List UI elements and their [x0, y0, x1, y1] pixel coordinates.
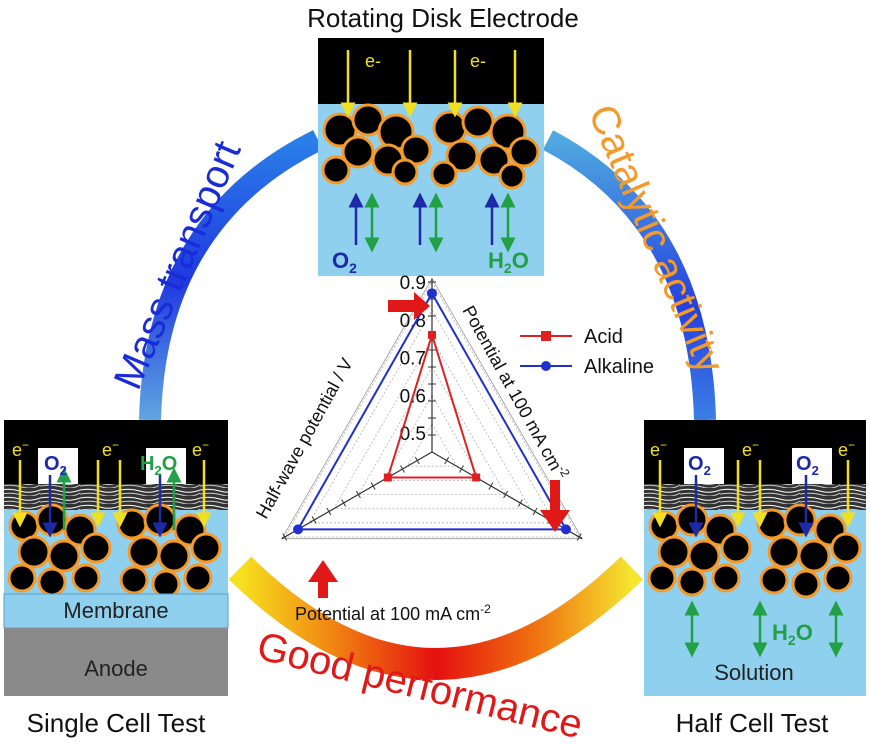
half-cell-schematic: e− e− e− O2 O2 H2O Solution: [644, 420, 866, 696]
radar-axis-tick: [503, 490, 509, 499]
top-h2o-label: H2O: [488, 248, 529, 276]
o2-arrows: [348, 192, 500, 245]
good-performance-arc: [228, 556, 644, 680]
radar-point: [383, 473, 392, 482]
right-panel-title: Half Cell Test: [676, 708, 829, 738]
electron-arrows: [340, 50, 523, 118]
radar-axis-tick: [355, 490, 361, 499]
radar-axis-tick: [532, 507, 538, 516]
anode-label: Anode: [84, 656, 148, 681]
catalyst-particles: [321, 103, 540, 190]
radar-series-polygon: [386, 331, 478, 479]
top-electron-label-2: e-: [470, 51, 486, 71]
radar-axis-tick: [311, 516, 317, 524]
radar-grid-ring: [406, 422, 458, 467]
radar-axis-tick: [414, 456, 420, 465]
radar-chart: 0.50.60.70.80.9 Half-wave potential / V …: [252, 273, 654, 624]
radar-grid-ring: [357, 366, 507, 495]
radar-outer-ring: [281, 277, 583, 540]
radar-axis-tick: [370, 482, 376, 490]
radar-point: [560, 524, 571, 535]
chart-legend: Acid Alkaline: [520, 326, 654, 378]
top-o2-label: O2: [332, 248, 357, 276]
radar-tick-label: 0.7: [400, 349, 426, 370]
axis-label-right-potential: Potential at 100 mA cm-2: [459, 301, 573, 483]
radar-grid-ring: [308, 309, 556, 524]
top-electron-label-1: e-: [365, 51, 381, 71]
red-arrow-top: [388, 292, 430, 320]
highlight-arrows: [308, 292, 570, 598]
left-electron-label-3: e−: [192, 438, 209, 460]
radar-axis: [281, 451, 433, 540]
left-h2o-label: H2O: [140, 453, 177, 478]
radar-axis-tick: [341, 499, 347, 507]
radar-grid: [281, 277, 583, 540]
right-o2-label-2: O2: [796, 453, 819, 478]
catalytic-activity-arc: [542, 130, 716, 421]
right-electron-arrows: [652, 460, 856, 528]
solution-label: Solution: [714, 660, 794, 685]
radar-tick-label: 0.9: [400, 273, 426, 294]
right-catalyst-particles: [647, 503, 862, 599]
h2o-arrows: [364, 192, 516, 253]
radar-point: [472, 473, 481, 482]
right-electron-label-2: e−: [742, 438, 759, 460]
left-electron-arrows: [12, 460, 212, 528]
radar-point: [427, 288, 437, 299]
right-electron-label-1: e−: [650, 438, 667, 460]
left-electron-label-2: e−: [102, 438, 119, 460]
radar-axis-tick: [517, 499, 523, 507]
legend-label-alkaline: Alkaline: [584, 356, 654, 378]
radar-point: [428, 330, 436, 339]
top-panel-title: Rotating Disk Electrode: [307, 3, 579, 33]
red-arrow-right: [540, 480, 570, 532]
radar-series-polygon: [296, 291, 568, 531]
membrane-label: Membrane: [63, 598, 168, 623]
radar-series: [293, 288, 571, 535]
radar-axis-tick: [400, 465, 405, 473]
radar-tick-label: 0.5: [400, 424, 426, 445]
right-electron-label-3: e−: [838, 438, 855, 460]
radar-point: [293, 524, 304, 535]
red-arrow-bottom: [308, 560, 338, 598]
axis-label-half-wave: Half-wave potential / V: [252, 355, 357, 522]
right-h2o-label: H2O: [772, 620, 813, 648]
ring-arcs: [139, 130, 716, 680]
single-cell-schematic: e− e− e− O2 H2O Membrane Anode: [3, 420, 229, 696]
left-o2-label: O2: [44, 453, 67, 478]
radar-axis-tick: [459, 465, 464, 473]
mass-transport-arc: [139, 130, 323, 421]
radar-axis-tick: [576, 533, 582, 541]
legend-item-acid: Acid: [520, 326, 623, 348]
radar-tick-labels: 0.50.60.70.80.9: [400, 273, 426, 445]
right-o2-label-1: O2: [688, 453, 711, 478]
radar-grid-ring: [382, 394, 482, 481]
rde-schematic: e- e- O2 H2O: [318, 38, 544, 276]
radar-axis-tick: [326, 507, 332, 516]
radar-axis-tick: [444, 456, 450, 465]
legend-label-acid: Acid: [584, 326, 623, 348]
legend-item-alkaline: Alkaline: [520, 356, 654, 378]
left-electron-label-1: e−: [12, 438, 29, 460]
mass-transport-label: Mass transport: [106, 135, 250, 396]
axis-label-bottom-potential: Potential at 100 mA cm-2: [295, 602, 491, 624]
radar-axis-tick: [488, 482, 494, 490]
radar-axis-tick: [282, 533, 288, 541]
left-panel-title: Single Cell Test: [27, 708, 207, 738]
radar-grid-ring: [284, 281, 580, 538]
right-h2o-arrows: [684, 600, 844, 658]
radar-axes: [281, 278, 583, 541]
